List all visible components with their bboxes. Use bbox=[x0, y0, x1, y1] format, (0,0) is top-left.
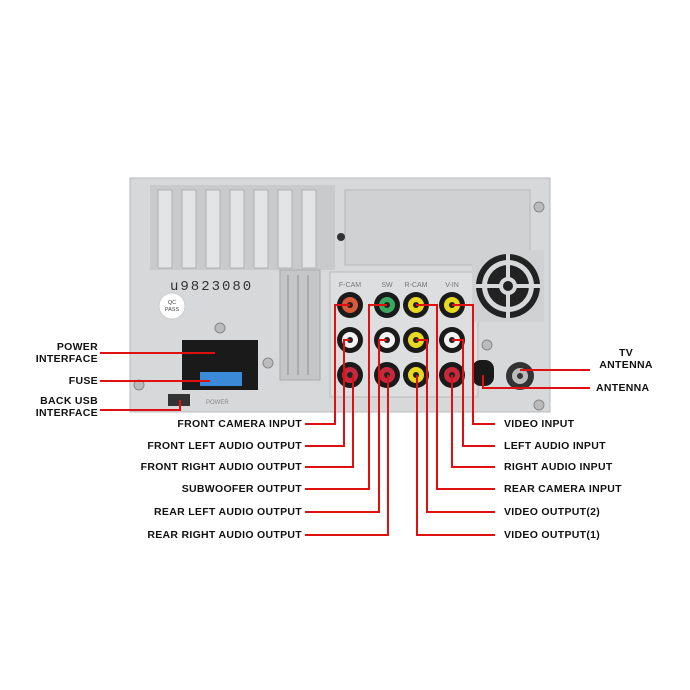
leader-line bbox=[305, 375, 354, 468]
label-rear-camera-input: REAR CAMERA INPUT bbox=[504, 483, 622, 495]
leader-line bbox=[451, 375, 495, 468]
jack-label: F-CAM bbox=[339, 282, 361, 289]
jack-labels: F-CAM SW R-CAM V-IN bbox=[339, 282, 459, 289]
screw-icon bbox=[533, 399, 545, 411]
jack-label: V-IN bbox=[445, 282, 459, 289]
qc-pass-badge bbox=[158, 292, 186, 320]
screw-icon bbox=[481, 339, 493, 351]
leader-line bbox=[305, 304, 350, 425]
leader-line bbox=[452, 339, 495, 447]
label-left-audio-input: LEFT AUDIO INPUT bbox=[504, 440, 606, 452]
power-connector-label: POWER bbox=[206, 400, 229, 406]
label-video-output-2: VIDEO OUTPUT(2) bbox=[504, 506, 601, 518]
label-right-audio-input: RIGHT AUDIO INPUT bbox=[504, 461, 613, 473]
leader-line bbox=[416, 375, 495, 536]
leader-line bbox=[305, 375, 389, 536]
screw-icon bbox=[533, 201, 545, 213]
label-video-input: VIDEO INPUT bbox=[504, 418, 575, 430]
label-back-usb: BACK USB INTERFACE bbox=[35, 395, 98, 419]
leader-line bbox=[305, 339, 350, 447]
fuse bbox=[200, 372, 242, 386]
label-rear-right-audio: REAR RIGHT AUDIO OUTPUT bbox=[147, 529, 302, 541]
label-power-interface: POWER INTERFACE bbox=[35, 341, 98, 365]
leader-line bbox=[100, 400, 181, 411]
fin-group bbox=[157, 189, 317, 269]
label-front-left-audio: FRONT LEFT AUDIO OUTPUT bbox=[147, 440, 302, 452]
leader-lines bbox=[100, 304, 590, 536]
label-front-right-audio: FRONT RIGHT AUDIO OUTPUT bbox=[140, 461, 302, 473]
label-tv-antenna: TV ANTENNA bbox=[599, 347, 653, 371]
antenna-port bbox=[472, 360, 494, 386]
label-fuse: FUSE bbox=[68, 375, 98, 387]
tv-antenna-port bbox=[506, 362, 534, 390]
leader-line bbox=[416, 304, 495, 490]
jack-label: R-CAM bbox=[405, 282, 428, 289]
leader-line bbox=[416, 339, 495, 513]
leader-line bbox=[305, 304, 387, 490]
leader-line bbox=[305, 339, 387, 513]
label-front-camera-input: FRONT CAMERA INPUT bbox=[177, 418, 302, 430]
leader-line bbox=[482, 375, 590, 389]
label-video-output-1: VIDEO OUTPUT(1) bbox=[504, 529, 601, 541]
hole bbox=[337, 233, 345, 241]
fan-grille bbox=[476, 254, 540, 318]
vent-slots bbox=[287, 275, 309, 375]
serial-number: u9823080 bbox=[170, 279, 253, 295]
label-rear-left-audio: REAR LEFT AUDIO OUTPUT bbox=[154, 506, 302, 518]
leader-line bbox=[452, 304, 495, 425]
screw-icon bbox=[262, 357, 274, 369]
jack-label: SW bbox=[381, 282, 393, 289]
rca-jack-pin bbox=[347, 372, 353, 378]
vent-slot-panel bbox=[279, 269, 321, 381]
screw-icon bbox=[214, 322, 226, 334]
qc-badge-text: PASS bbox=[165, 307, 180, 313]
qc-badge-text: QC bbox=[168, 300, 176, 306]
label-antenna: ANTENNA bbox=[596, 382, 650, 394]
label-subwoofer: SUBWOOFER OUTPUT bbox=[181, 483, 302, 495]
